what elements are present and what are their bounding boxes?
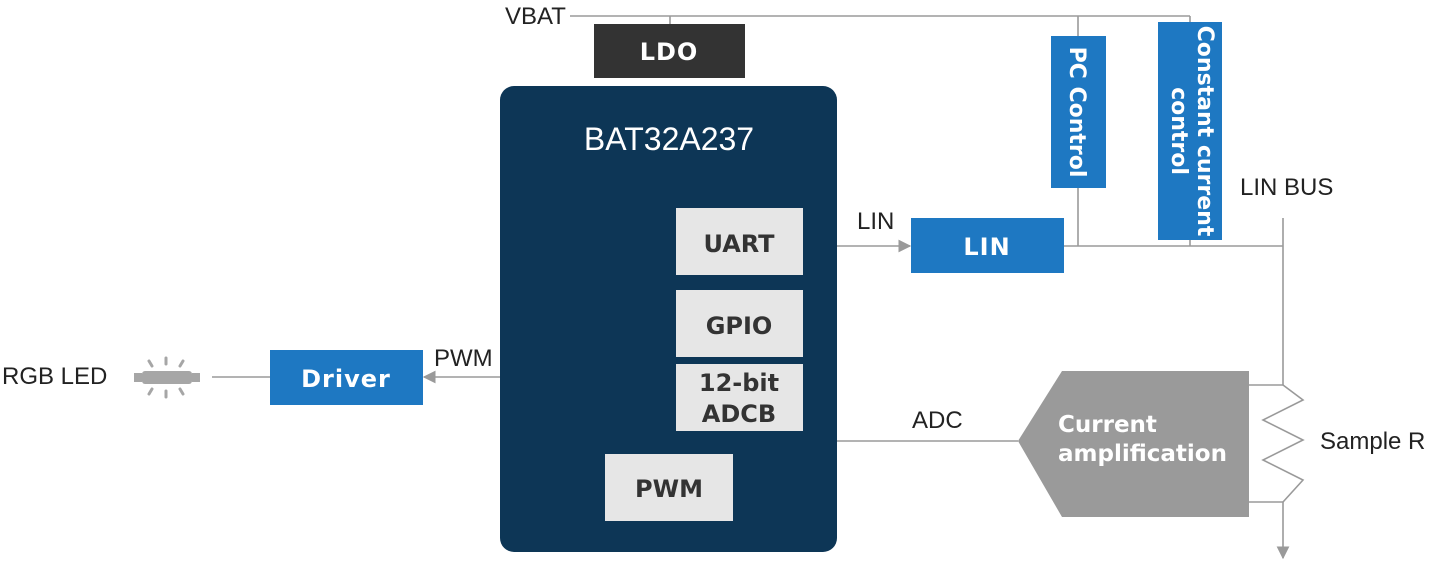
driver-block[interactable]: Driver: [270, 350, 423, 405]
wires: [212, 15, 1290, 560]
gpio-peripheral[interactable]: GPIO: [676, 290, 803, 357]
constant-current-label-line1: Constant current: [1192, 26, 1217, 237]
adc-label-line2: ADCB: [702, 400, 776, 428]
lin-bus-label: LIN BUS: [1240, 174, 1333, 201]
lin-block-label: LIN: [963, 233, 1010, 261]
pwm-peripheral[interactable]: PWM: [605, 454, 733, 521]
uart-label: UART: [703, 230, 775, 258]
lin-block[interactable]: LIN: [911, 218, 1064, 273]
current-amp-label-line1: Current: [1058, 412, 1157, 438]
current-amplification-block[interactable]: Current amplification: [1018, 371, 1249, 517]
led-light-icon: [134, 356, 200, 399]
constant-current-block[interactable]: Constant current control: [1158, 22, 1222, 240]
uart-peripheral[interactable]: UART: [676, 208, 803, 275]
adc-signal-label: ADC: [912, 407, 963, 434]
pwm-signal-label: PWM: [434, 345, 493, 372]
pc-control-label: PC Control: [1064, 47, 1089, 178]
adc-label-line1: 12-bit: [699, 369, 779, 397]
pwm-label: PWM: [635, 475, 703, 503]
driver-label: Driver: [301, 365, 391, 393]
sample-r-label: Sample R: [1320, 428, 1425, 455]
ldo-label: LDO: [640, 38, 699, 66]
vbat-label: VBAT: [505, 3, 566, 30]
resistor-zigzag-icon: [1261, 384, 1305, 503]
lin-signal-label: LIN: [857, 208, 894, 235]
gpio-label: GPIO: [706, 312, 773, 340]
adc-peripheral[interactable]: 12-bit ADCB: [676, 364, 803, 431]
ldo-block[interactable]: LDO: [594, 24, 745, 78]
current-amp-label-line2: amplification: [1058, 441, 1227, 467]
constant-current-label-line2: control: [1166, 87, 1191, 175]
mcu-block[interactable]: BAT32A237 UART GPIO 12-bit ADCB PWM: [500, 86, 837, 552]
mcu-title: BAT32A237: [584, 121, 754, 157]
rgb-led-label: RGB LED: [2, 363, 107, 390]
pc-control-block[interactable]: PC Control: [1051, 36, 1106, 188]
